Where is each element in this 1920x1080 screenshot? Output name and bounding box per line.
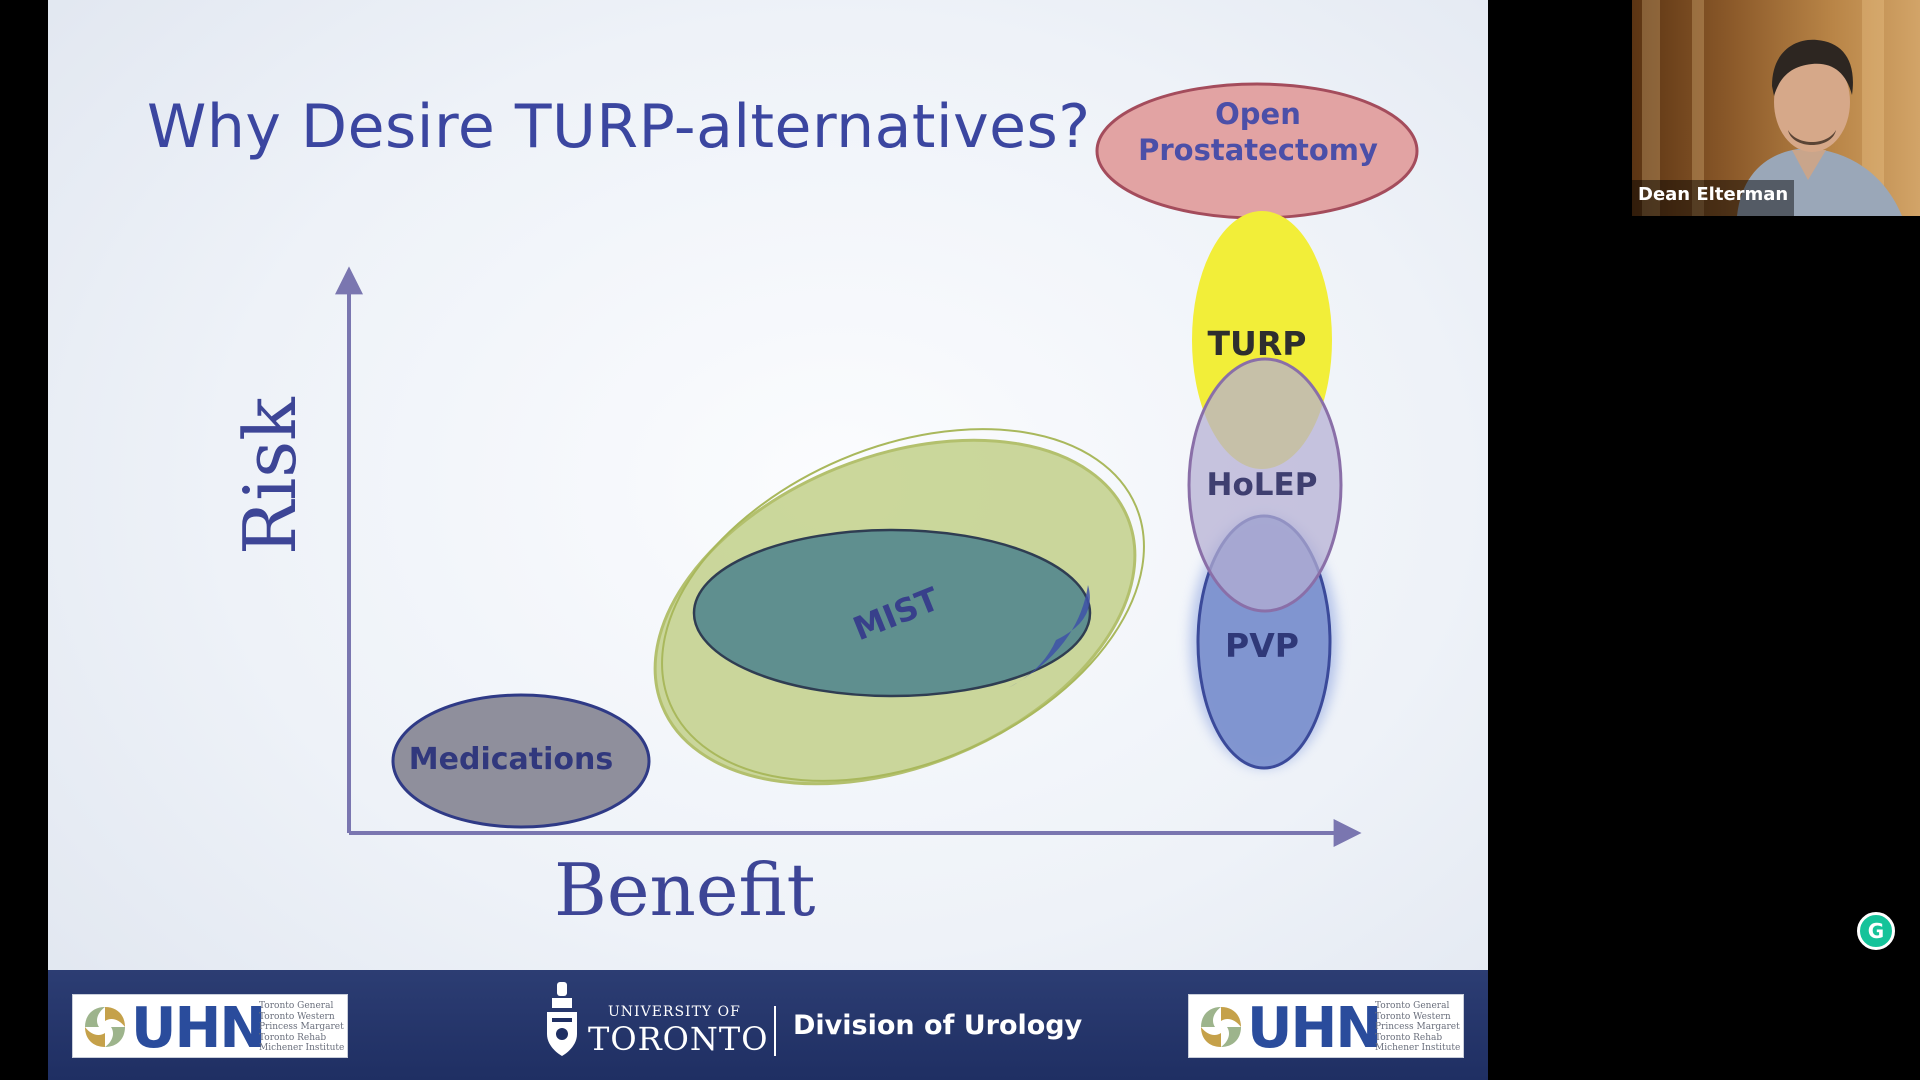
uhn-wordmark: UHN [131, 996, 266, 1061]
medications-ellipse [391, 693, 651, 829]
background-wood-stripe [1642, 0, 1660, 216]
hospital-name: Toronto General [1375, 1001, 1450, 1011]
participant-avatar [1737, 39, 1902, 216]
uhn-hospital-list: Toronto General Toronto Western Princess… [259, 1001, 347, 1054]
risk-benefit-diagram [335, 82, 1419, 847]
hospital-name: Toronto General [259, 1001, 334, 1011]
grammarly-icon[interactable]: G [1857, 912, 1895, 950]
uhn-logo-right: UHN Toronto General Toronto Western Prin… [1188, 994, 1464, 1061]
x-axis-label: Benefit [554, 848, 816, 932]
hospital-name: Toronto Western [1375, 1011, 1451, 1022]
shared-slide: Why Desire TURP-alternatives? [48, 0, 1488, 1080]
holep-ellipse [1187, 357, 1343, 613]
uoft-crest-icon [547, 982, 577, 1056]
slide-title: Why Desire TURP-alternatives? [147, 92, 1091, 162]
uhn-logo-left: UHN Toronto General Toronto Western Prin… [72, 994, 348, 1061]
division-name: Division of Urology [793, 1010, 1083, 1041]
hospital-name: Toronto Rehab [1375, 1032, 1443, 1043]
hospital-name: Toronto Western [259, 1011, 335, 1022]
uhn-swirl-icon [85, 1007, 125, 1047]
label-pvp: PVP [1225, 626, 1299, 665]
hospital-name: Toronto Rehab [259, 1032, 327, 1043]
uhn-wordmark: UHN [1247, 996, 1382, 1061]
mist-outer-ring [661, 428, 1145, 782]
y-axis-label: Risk [228, 397, 312, 555]
mist-inner-ellipse [692, 528, 1092, 698]
participant-video-tile[interactable]: Dean Elterman [1632, 0, 1920, 216]
label-turp: TURP [1207, 324, 1307, 363]
label-medications: Medications [408, 742, 614, 777]
slide-footer: UHN Toronto General Toronto Western Prin… [48, 970, 1488, 1080]
hospital-name: Michener Institute [1375, 1043, 1461, 1053]
label-open-prostatectomy: Open Prostatectomy [1138, 97, 1378, 168]
label-holep: HoLEP [1206, 467, 1318, 503]
toronto-text: TORONTO [588, 1020, 769, 1058]
background-wood-stripe [1692, 0, 1704, 216]
participant-name: Dean Elterman [1632, 180, 1795, 216]
university-of-text: UNIVERSITY OF [608, 1004, 741, 1020]
uhn-hospital-list: Toronto General Toronto Western Princess… [1375, 1001, 1463, 1054]
uhn-swirl-icon [1201, 1007, 1241, 1047]
background-wood-stripe [1862, 0, 1884, 216]
hospital-name: Michener Institute [259, 1043, 345, 1053]
hospital-name: Princess Margaret [259, 1022, 344, 1032]
hospital-name: Princess Margaret [1375, 1022, 1460, 1032]
footer-divider [774, 1006, 776, 1056]
